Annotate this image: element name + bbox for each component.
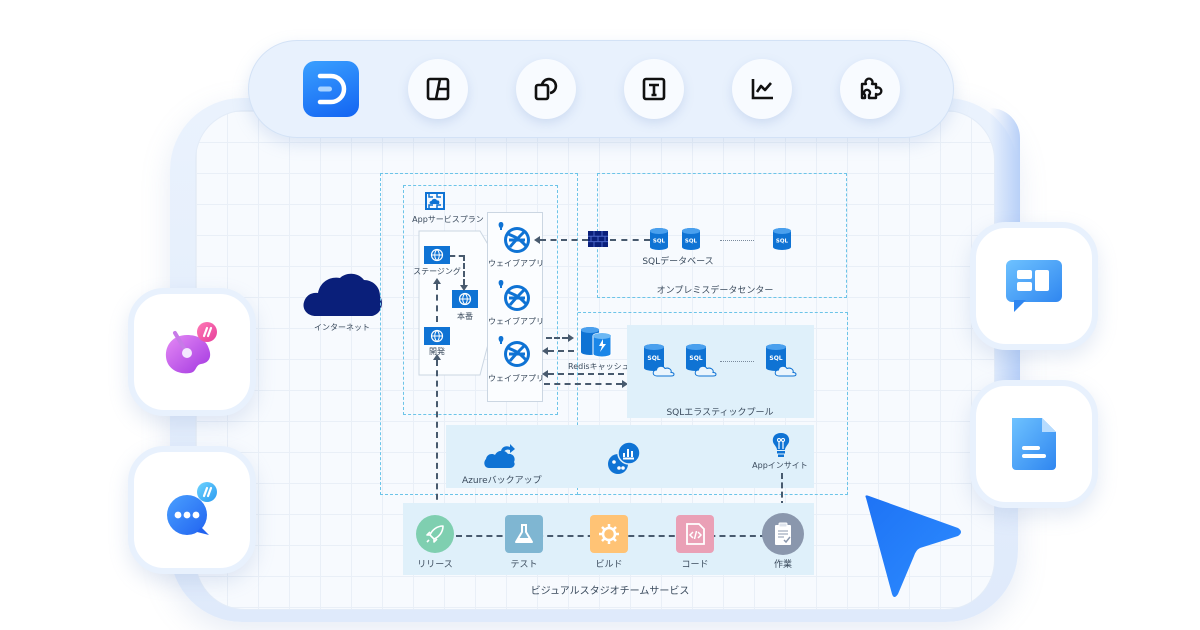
web-app-1-label: ウェイブアプリ bbox=[488, 259, 544, 268]
web-app-1-icon[interactable] bbox=[495, 220, 535, 256]
webapp-to-redis-arrow bbox=[546, 333, 574, 342]
sql-elastic-pool-label: SQLエラスティックプール bbox=[666, 408, 774, 418]
sql-elastic-db-1-icon[interactable]: SQL bbox=[643, 344, 677, 378]
puzzle-icon bbox=[860, 77, 883, 100]
shapes-button[interactable] bbox=[516, 59, 576, 119]
release-to-dev-arrow bbox=[432, 354, 441, 510]
production-label: 本番 bbox=[457, 312, 473, 321]
line-chart-button[interactable] bbox=[732, 59, 792, 119]
on-premise-dc-label: オンプレミスデータセンター bbox=[656, 286, 774, 296]
insights-to-work-arrow bbox=[777, 473, 786, 513]
redis-to-webapp-arrow bbox=[542, 346, 574, 355]
redis-cache-icon[interactable] bbox=[579, 326, 613, 358]
pipeline-step-release[interactable] bbox=[416, 515, 454, 553]
app-logo-glyph bbox=[317, 73, 347, 105]
redis-cache-label: Redisキャッシュ bbox=[568, 362, 630, 371]
document-tile[interactable] bbox=[970, 380, 1098, 508]
pipeline-step-test-label: テスト bbox=[510, 560, 538, 570]
pipeline-title: ビジュアルスタジオチームサービス bbox=[530, 586, 690, 597]
pool-to-webapp-arrow bbox=[542, 369, 624, 378]
webapp-to-pool-arrow bbox=[544, 379, 628, 388]
development-slot-icon[interactable] bbox=[424, 327, 450, 345]
top-toolbar bbox=[248, 40, 954, 138]
firewall-to-sql-connector bbox=[610, 239, 650, 241]
pipeline-step-work-label: 作業 bbox=[773, 560, 792, 570]
app-logo-icon[interactable] bbox=[303, 61, 359, 117]
production-slot-icon[interactable] bbox=[452, 290, 478, 308]
pipeline-step-test[interactable] bbox=[505, 515, 543, 553]
app-service-plan-label: Appサービスプラン bbox=[412, 215, 484, 224]
sql-elastic-continuation bbox=[720, 361, 754, 362]
pipeline-step-build-label: ビルド bbox=[595, 560, 623, 570]
analytics-icon[interactable] bbox=[606, 440, 642, 476]
staging-to-prod-arrow bbox=[459, 255, 468, 291]
palette-ai-icon bbox=[165, 322, 217, 374]
azure-backup-icon[interactable] bbox=[483, 442, 517, 470]
svg-text:SQL: SQL bbox=[653, 239, 666, 245]
gear-icon bbox=[599, 524, 619, 544]
pipeline-step-code-label: コード bbox=[681, 560, 709, 570]
chat-ai-icon bbox=[167, 482, 217, 535]
svg-text:SQL: SQL bbox=[769, 355, 782, 362]
svg-text:SQL: SQL bbox=[647, 355, 660, 362]
sql-db-1-icon[interactable]: SQL bbox=[650, 228, 668, 250]
staging-slot-icon[interactable] bbox=[424, 246, 450, 264]
sql-db-2-icon[interactable]: SQL bbox=[682, 228, 700, 250]
text-box-icon bbox=[642, 77, 666, 101]
rocket-icon bbox=[426, 525, 444, 543]
app-insights-icon[interactable] bbox=[772, 432, 790, 458]
app-insights-label: Appインサイト bbox=[752, 461, 808, 470]
pipeline-step-work[interactable] bbox=[762, 513, 804, 555]
sql-elastic-db-2-icon[interactable]: SQL bbox=[685, 344, 719, 378]
internet-cloud-icon[interactable] bbox=[302, 270, 384, 318]
web-app-3-icon[interactable] bbox=[495, 334, 535, 370]
line-chart-icon bbox=[751, 79, 773, 100]
web-app-2-label: ウェイブアプリ bbox=[488, 317, 544, 326]
dev-to-staging-arrow bbox=[432, 278, 441, 322]
on-premise-boundary bbox=[597, 173, 847, 298]
plugin-button[interactable] bbox=[840, 59, 900, 119]
staging-label: ステージング bbox=[413, 267, 461, 276]
web-app-3-label: ウェイブアプリ bbox=[488, 374, 544, 383]
shapes-icon bbox=[534, 77, 558, 101]
pipeline-step-build[interactable] bbox=[590, 515, 628, 553]
svg-text:SQL: SQL bbox=[685, 239, 698, 245]
cursor-pointer-icon bbox=[865, 495, 961, 597]
staging-to-prod-connector bbox=[450, 255, 464, 257]
firewall-icon[interactable] bbox=[588, 231, 608, 247]
firewall-to-webapp-connector bbox=[534, 235, 588, 244]
azure-backup-label: Azureバックアップ bbox=[462, 476, 542, 486]
code-file-icon bbox=[686, 523, 705, 545]
layout-panel-button[interactable] bbox=[408, 59, 468, 119]
flask-icon bbox=[515, 524, 533, 543]
palette-ai-tile[interactable] bbox=[128, 288, 256, 416]
board-message-icon bbox=[1006, 260, 1062, 312]
diagram-canvas[interactable] bbox=[195, 110, 995, 610]
sql-db-continuation bbox=[720, 240, 754, 241]
layout-panel-icon bbox=[426, 77, 450, 101]
internet-label: インターネット bbox=[314, 323, 370, 332]
azure-region-boundary-right bbox=[578, 312, 848, 495]
board-message-tile[interactable] bbox=[970, 222, 1098, 350]
clipboard-icon bbox=[775, 522, 791, 545]
document-icon bbox=[1012, 418, 1056, 470]
sql-elastic-db-n-icon[interactable]: SQL bbox=[765, 344, 799, 378]
text-box-button[interactable] bbox=[624, 59, 684, 119]
sql-db-n-icon[interactable]: SQL bbox=[773, 228, 791, 250]
svg-text:SQL: SQL bbox=[689, 355, 702, 362]
pipeline-step-release-label: リリース bbox=[417, 560, 453, 570]
sql-database-label: SQLデータベース bbox=[642, 257, 714, 267]
app-service-plan-boundary bbox=[403, 185, 558, 415]
azure-region-boundary bbox=[380, 173, 578, 495]
pipeline-step-code[interactable] bbox=[676, 515, 714, 553]
svg-text:SQL: SQL bbox=[776, 239, 789, 245]
development-label: 開発 bbox=[429, 347, 445, 356]
chat-ai-tile[interactable] bbox=[128, 446, 256, 574]
web-app-2-icon[interactable] bbox=[495, 278, 535, 314]
app-service-plan-icon bbox=[425, 192, 445, 210]
